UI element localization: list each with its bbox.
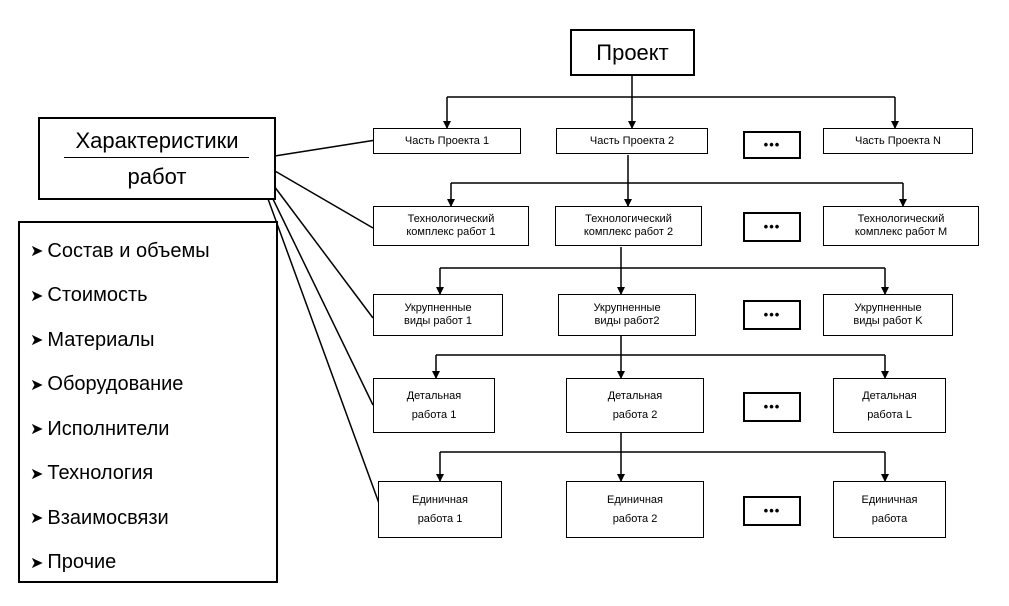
ellipsis-node: ••• [743, 300, 801, 330]
project-label: Проект [596, 39, 669, 65]
list-item: ➤Прочие [30, 541, 276, 586]
ellipsis-label: ••• [763, 306, 781, 322]
arrow-bullet-icon: ➤ [30, 376, 44, 394]
node-label-line2: комплекс работ 2 [583, 226, 674, 238]
fan-line-level1 [261, 139, 377, 159]
arrow-bullet-icon: ➤ [30, 287, 44, 305]
node-label-line2: виды работ 1 [404, 315, 472, 327]
project-part-2: Часть Проекта 2 [556, 128, 708, 154]
tech-complex-1: Технологический комплекс работ 1 [373, 206, 529, 246]
node-label-line1: Единичная [607, 493, 663, 506]
arrow-bullet-icon: ➤ [30, 465, 44, 483]
node-label-line2: работа 2 [612, 408, 658, 421]
node-label: Часть Проекта 2 [589, 134, 675, 147]
enlarged-works-2: Укрупненные виды работ2 [558, 294, 696, 336]
list-item-label: Состав и объемы [47, 239, 210, 262]
node-label-line1: Технологический [857, 213, 945, 226]
list-item-label: Оборудование [47, 373, 184, 396]
list-item: ➤Технология [30, 452, 276, 497]
node-label-line1: Детальная [862, 389, 917, 402]
node-label-line1: Детальная [406, 389, 462, 402]
list-item: ➤Стоимость [30, 274, 276, 319]
fan-line-level4 [255, 163, 374, 406]
list-item: ➤Взаимосвязи [30, 496, 276, 541]
ellipsis-node: ••• [743, 392, 801, 422]
ellipsis-node: ••• [743, 131, 801, 159]
ellipsis-label: ••• [763, 136, 781, 152]
list-item-label: Исполнители [47, 417, 170, 440]
node-label-line1: Укрупненные [593, 302, 661, 315]
characteristics-header: Характеристики работ [38, 117, 276, 200]
ellipsis-label: ••• [763, 398, 781, 414]
node-label-line1: Технологический [585, 213, 672, 226]
list-item-label: Взаимосвязи [47, 506, 169, 529]
characteristics-divider [64, 157, 249, 158]
arrow-bullet-icon: ➤ [30, 510, 44, 528]
node-label-line2: виды работ2 [594, 315, 660, 327]
project-node: Проект [570, 29, 695, 76]
list-item: ➤Исполнители [30, 407, 276, 452]
node-label-line2: виды работ K [853, 315, 923, 327]
arrow-bullet-icon: ➤ [30, 421, 44, 439]
detailed-work-1: Детальная работа 1 [373, 378, 495, 433]
arrow-bullet-icon: ➤ [30, 332, 44, 350]
node-label-line1: Укрупненные [854, 302, 922, 315]
node-label-line1: Единичная [412, 493, 468, 506]
node-label: Часть Проекта 1 [404, 134, 490, 147]
node-label-line2: работа 1 [417, 512, 463, 525]
node-label-line1: Детальная [607, 389, 663, 402]
unit-work-1: Единичная работа 1 [378, 481, 502, 538]
tech-complex-m: Технологический комплекс работ M [823, 206, 979, 246]
unit-work-2: Единичная работа 2 [566, 481, 704, 538]
detailed-work-l: Детальная работа L [833, 378, 946, 433]
node-label-line2: комплекс работ 1 [406, 226, 496, 238]
unit-work: Единичная работа [833, 481, 946, 538]
ellipsis-node: ••• [743, 212, 801, 242]
node-label-line2: работа 2 [612, 512, 658, 525]
node-label: Часть Проекта N [854, 134, 941, 147]
characteristics-title-line1: Характеристики [75, 128, 239, 154]
ellipsis-label: ••• [763, 502, 781, 518]
ellipsis-label: ••• [763, 218, 781, 234]
list-item: ➤Оборудование [30, 363, 276, 408]
arrow-bullet-icon: ➤ [30, 243, 44, 261]
project-part-1: Часть Проекта 1 [373, 128, 521, 154]
list-item-label: Материалы [47, 328, 155, 351]
arrow-bullet-icon: ➤ [30, 554, 44, 572]
list-item-label: Технология [47, 462, 154, 485]
node-label-line2: комплекс работ M [854, 226, 948, 238]
characteristics-title-line2: работ [127, 163, 187, 189]
node-label-line1: Технологический [407, 213, 495, 226]
node-label-line1: Единичная [861, 493, 918, 506]
list-item: ➤Материалы [30, 318, 276, 363]
node-label-line2: работа L [867, 408, 912, 421]
list-item: ➤Состав и объемы [30, 229, 276, 274]
detailed-work-2: Детальная работа 2 [566, 378, 704, 433]
node-label-line1: Укрупненные [404, 302, 472, 315]
enlarged-works-1: Укрупненные виды работ 1 [373, 294, 503, 336]
list-item-label: Прочие [47, 551, 117, 574]
characteristics-list: ➤Состав и объемы ➤Стоимость ➤Материалы ➤… [18, 221, 278, 583]
enlarged-works-k: Укрупненные виды работ K [823, 294, 953, 336]
tech-complex-2: Технологический комплекс работ 2 [555, 206, 702, 246]
list-item-label: Стоимость [47, 284, 148, 307]
ellipsis-node: ••• [743, 496, 801, 526]
project-part-n: Часть Проекта N [823, 128, 973, 154]
node-label-line2: работа 1 [411, 408, 457, 421]
node-label-line2: работа [871, 512, 908, 525]
